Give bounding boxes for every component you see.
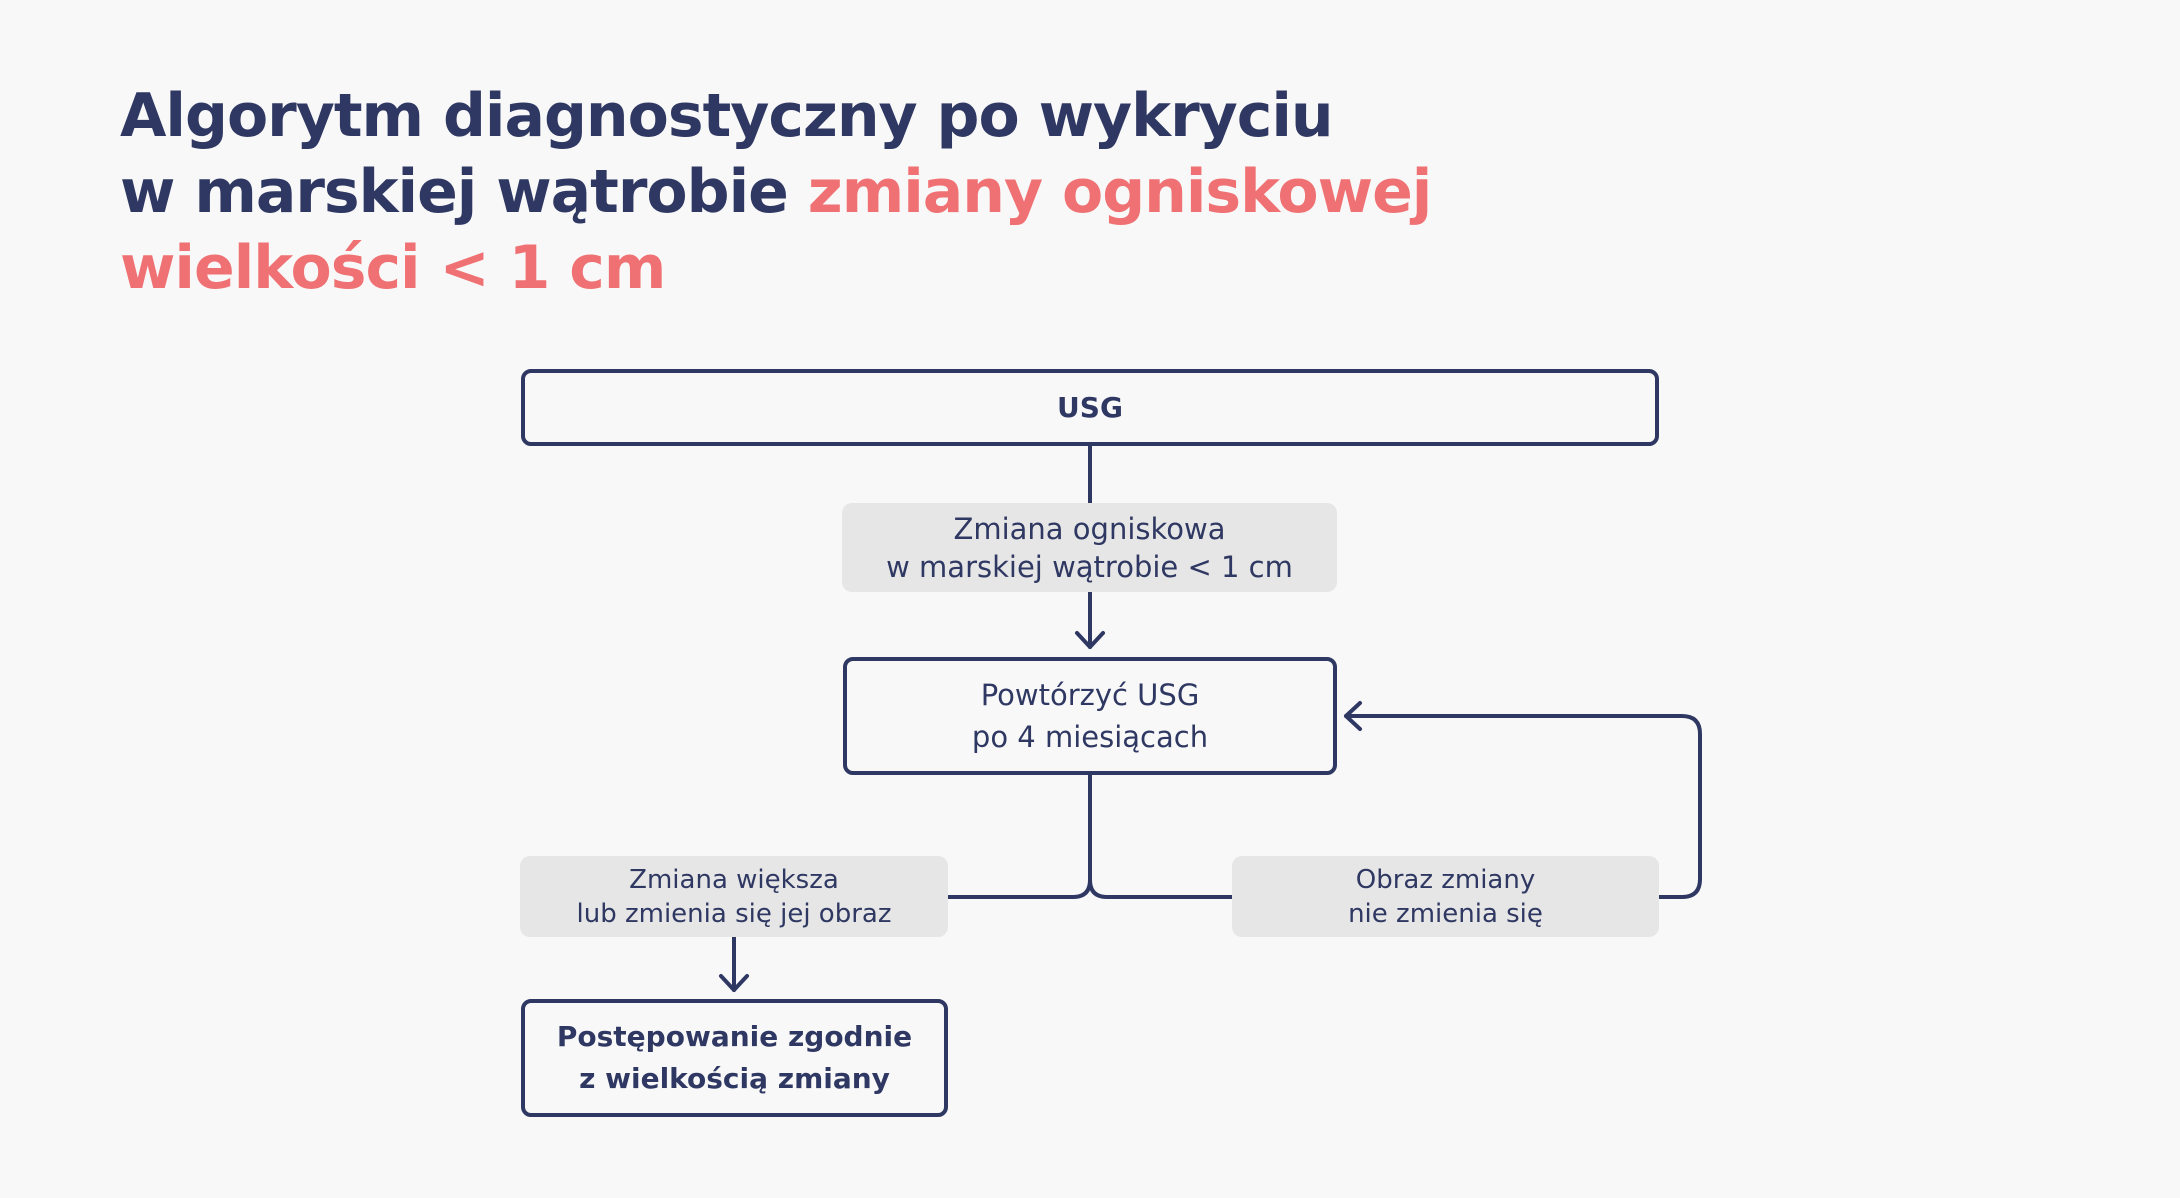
title-accent: zmiany ogniskowej bbox=[807, 157, 1433, 227]
branch-left-label: Zmiana większa lub zmienia się jej obraz bbox=[520, 856, 948, 937]
arrow-left-icon bbox=[1344, 701, 1362, 731]
title-line-1: Algorytm diagnostyczny po wykryciu bbox=[120, 81, 1334, 151]
arrow-down-icon bbox=[719, 974, 749, 992]
branch-right-label: Obraz zmiany nie zmienia się bbox=[1232, 856, 1659, 937]
title-line-3: wielkości < 1 cm bbox=[120, 233, 666, 303]
usg-box: USG bbox=[521, 369, 1659, 446]
arrow-down-icon bbox=[1075, 631, 1105, 649]
outcome-box: Postępowanie zgodnie z wielkością zmiany bbox=[521, 999, 948, 1117]
condition-label: Zmiana ogniskowa w marskiej wątrobie < 1… bbox=[842, 503, 1337, 592]
title-line-2: w marskiej wątrobie zmiany ogniskowej bbox=[120, 157, 1433, 227]
repeat-usg-box: Powtórzyć USG po 4 miesiącach bbox=[843, 657, 1337, 775]
page-title: Algorytm diagnostyczny po wykryciu w mar… bbox=[120, 78, 1433, 306]
